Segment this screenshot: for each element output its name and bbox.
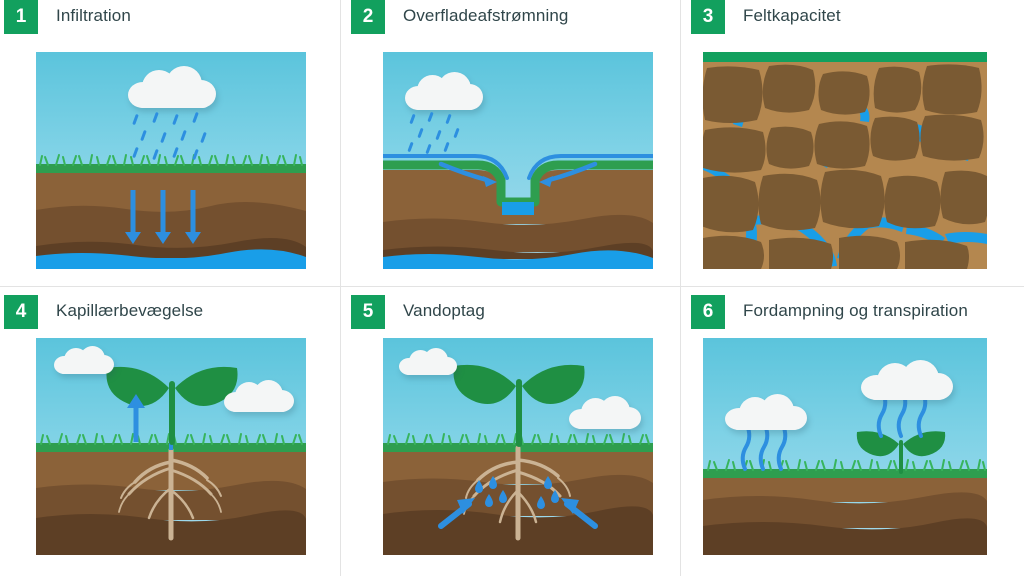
panel-number-badge: 4 — [4, 295, 38, 329]
panel-water-uptake: 5 Vandoptag — [340, 286, 680, 576]
water-droplets — [475, 476, 559, 509]
panel-evaporation-transpiration: 6 Fordampning og transpiration — [680, 286, 1024, 576]
evaporation-arrows — [740, 423, 788, 471]
cloud-icon-right — [569, 396, 641, 429]
rain-cloud-icon — [128, 66, 216, 108]
scene-vectors-4 — [36, 366, 306, 555]
trench-water-pool — [502, 202, 534, 215]
scene-vectors-2 — [383, 154, 653, 269]
panel-header: 1 Infiltration — [0, 0, 340, 40]
panel-title: Feltkapacitet — [743, 6, 841, 25]
scene-vectors-1 — [36, 154, 306, 269]
illustration-surface-runoff — [383, 52, 653, 269]
grass-strip — [703, 52, 987, 62]
panel-title: Vandoptag — [403, 301, 485, 320]
root-system — [118, 447, 222, 541]
scene-vectors-5 — [383, 364, 653, 555]
panel-title: Overfladeafstrømning — [403, 6, 569, 25]
panel-surface-runoff: 2 Overfladeafstrømning — [340, 0, 680, 286]
illustration-water-uptake — [383, 338, 653, 555]
panel-title: Infiltration — [56, 6, 131, 25]
cloud-icon-right — [224, 380, 294, 412]
illustration-capillary-movement — [36, 338, 306, 555]
panel-header: 3 Feltkapacitet — [681, 0, 1024, 40]
illustration-evaporation-transpiration — [703, 338, 987, 555]
panel-header: 5 Vandoptag — [341, 287, 680, 329]
scene-vectors-3 — [703, 52, 987, 269]
cloud-icon-left — [54, 346, 114, 374]
illustration-field-capacity — [703, 52, 987, 269]
panel-capillary-movement: 4 Kapillærbevægelse — [0, 286, 340, 576]
panel-number-badge: 6 — [691, 295, 725, 329]
rain-cloud-icon — [405, 72, 483, 110]
plant-leaves — [453, 364, 585, 404]
scene-vectors-6 — [703, 384, 987, 555]
panel-header: 4 Kapillærbevægelse — [0, 287, 340, 329]
surface-water-lines — [383, 154, 653, 180]
grass-blades — [40, 433, 303, 445]
soil-aggregates — [703, 64, 987, 269]
panel-number-badge: 3 — [691, 0, 725, 34]
panel-number-badge: 2 — [351, 0, 385, 34]
panel-number-badge: 1 — [4, 0, 38, 34]
grass-fringe — [36, 164, 306, 173]
runoff-arrows — [438, 161, 598, 183]
panel-header: 6 Fordampning og transpiration — [681, 287, 1024, 329]
infiltration-arrows — [130, 190, 196, 235]
panel-title: Fordampning og transpiration — [743, 301, 968, 320]
panel-field-capacity: 3 Feltkapacitet — [680, 0, 1024, 286]
panel-header: 2 Overfladeafstrømning — [341, 0, 680, 40]
capillary-arrow — [127, 394, 145, 442]
evaporation-cloud-icon — [725, 394, 807, 430]
transpiration-cloud-icon — [861, 360, 953, 400]
illustration-infiltration — [36, 52, 306, 269]
panel-title: Kapillærbevægelse — [56, 301, 204, 320]
plant-leaves — [856, 431, 946, 457]
panel-number-badge: 5 — [351, 295, 385, 329]
grass-blades — [39, 154, 303, 166]
panel-infiltration: 1 Infiltration — [0, 0, 340, 286]
grass-blades — [707, 459, 986, 471]
plant-leaves — [106, 366, 238, 406]
cloud-icon-left — [399, 348, 457, 375]
